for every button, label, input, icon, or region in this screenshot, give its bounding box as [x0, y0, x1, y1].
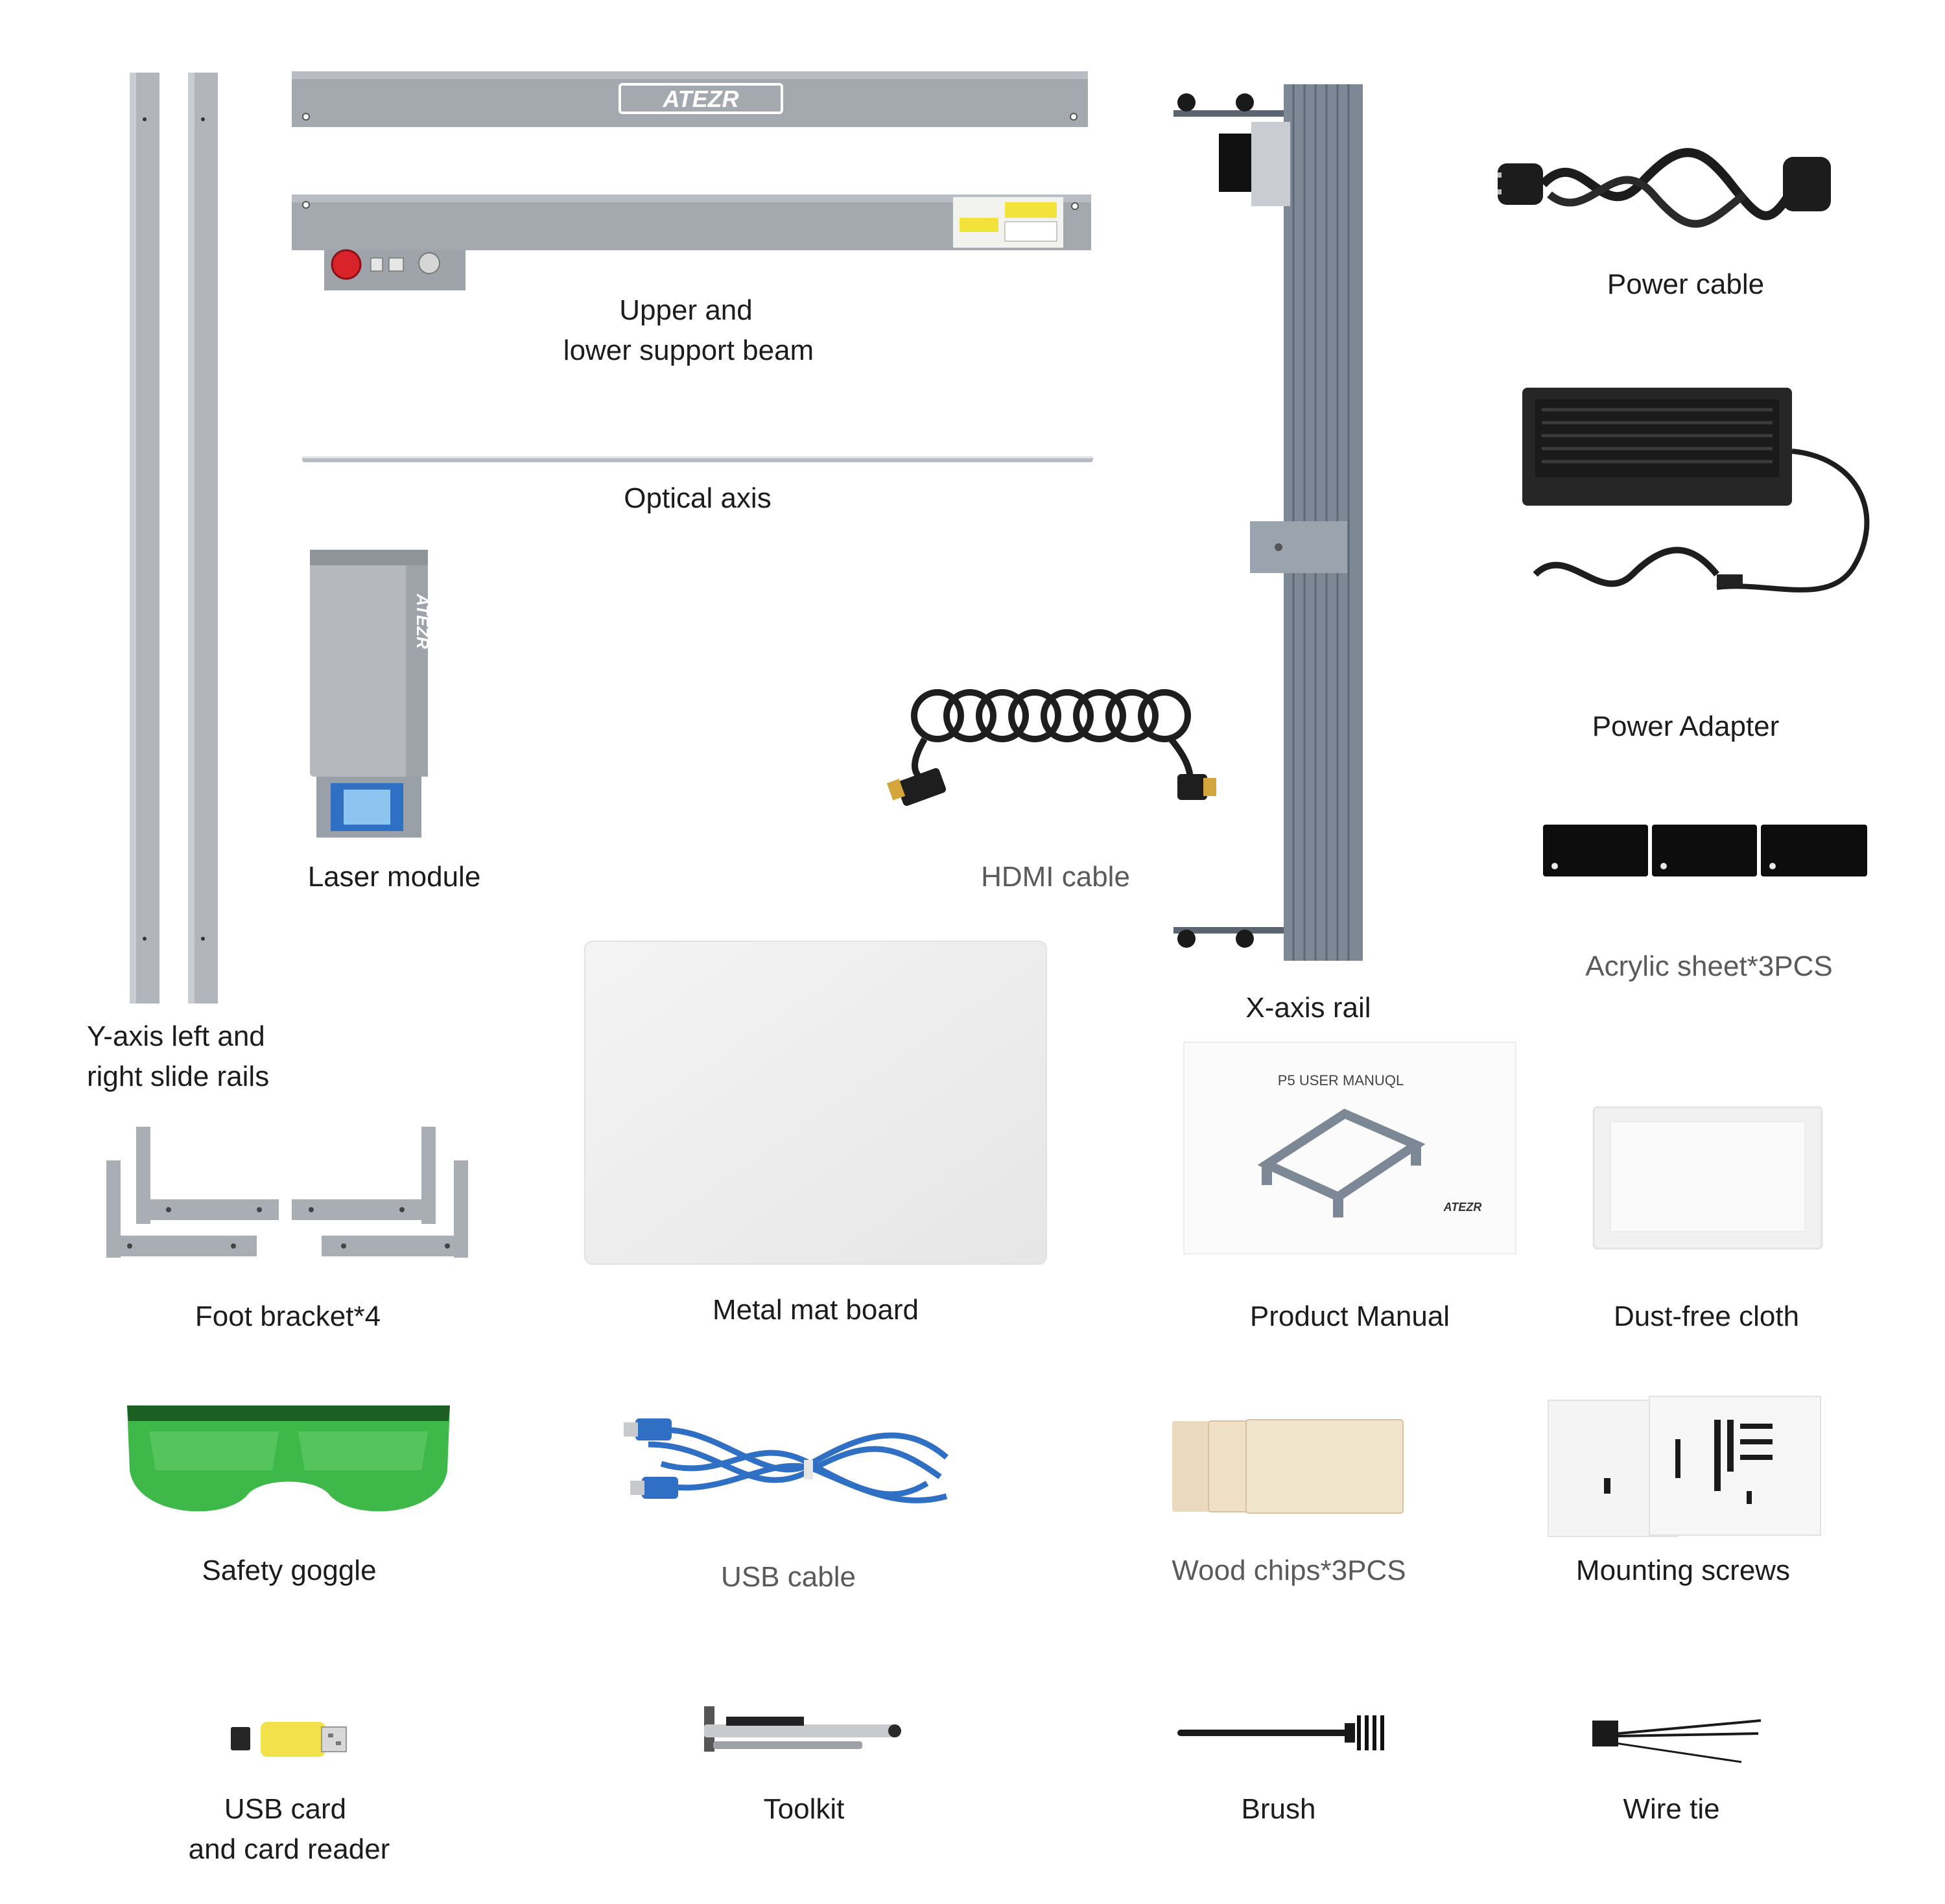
wood-chips-image	[1171, 1417, 1406, 1516]
toolkit-label: Toolkit	[763, 1793, 845, 1825]
safety-goggle-label: Safety goggle	[202, 1555, 377, 1586]
wood-chips-label: Wood chips*3PCS	[1172, 1555, 1406, 1586]
y-axis-slide-rails-image	[123, 71, 233, 1005]
power-cable-label: Power cable	[1607, 268, 1765, 300]
usb-cable-image	[622, 1405, 960, 1522]
support-beam-label-line1: Upper and	[619, 294, 753, 326]
brush-label: Brush	[1241, 1793, 1316, 1825]
safety-goggle-image	[123, 1393, 454, 1522]
dust-free-cloth-label: Dust-free cloth	[1613, 1300, 1800, 1332]
y-axis-rails-label-line1: Y-axis left and	[87, 1020, 265, 1052]
power-adapter-image	[1522, 386, 1885, 633]
manual-cover-title: P5 USER MANUQL	[1278, 1072, 1404, 1088]
product-manual-label: Product Manual	[1249, 1300, 1450, 1332]
laser-logo-text: ATEZR	[413, 593, 429, 649]
hdmi-cable-image	[886, 683, 1223, 813]
toolkit-image	[700, 1701, 908, 1763]
acrylic-sheet-label: Acrylic sheet*3PCS	[1585, 950, 1833, 982]
dust-free-cloth-image	[1591, 1105, 1824, 1251]
usb-card-label-line2: and card reader	[188, 1833, 390, 1865]
lower-support-beam-image	[292, 193, 1092, 297]
usb-card-reader-image	[230, 1717, 349, 1762]
laser-module-label: Laser module	[307, 861, 481, 893]
usb-cable-label: USB cable	[721, 1561, 856, 1593]
x-axis-rail-image	[1167, 83, 1374, 965]
foot-brackets-image	[104, 1125, 473, 1265]
manual-logo-text: ATEZR	[1443, 1201, 1482, 1214]
y-axis-rails-label-line2: right slide rails	[87, 1061, 270, 1092]
wire-tie-label: Wire tie	[1623, 1793, 1720, 1825]
logo-text: ATEZR	[662, 86, 738, 112]
upper-support-beam-image: ATEZR	[292, 70, 1089, 128]
brush-image	[1176, 1711, 1390, 1757]
power-adapter-label: Power Adapter	[1592, 711, 1780, 742]
mounting-screws-label: Mounting screws	[1575, 1555, 1791, 1586]
foot-bracket-label: Foot bracket*4	[194, 1300, 381, 1332]
power-cable-image	[1498, 136, 1835, 233]
laser-module-image: ATEZR	[309, 548, 429, 841]
x-axis-rail-label: X-axis rail	[1245, 992, 1371, 1024]
usb-card-label-line1: USB card	[224, 1793, 347, 1825]
acrylic-sheets-image	[1542, 823, 1870, 882]
metal-mat-board-label: Metal mat board	[713, 1294, 919, 1326]
mounting-screws-image	[1546, 1394, 1824, 1542]
optical-axis-image	[302, 455, 1094, 464]
hdmi-cable-label: HDMI cable	[981, 861, 1130, 893]
metal-mat-board-image	[584, 940, 1048, 1265]
support-beam-label-line2: lower support beam	[563, 335, 814, 366]
product-manual-image: P5 USER MANUQL ATEZR	[1183, 1041, 1517, 1255]
optical-axis-label: Optical axis	[624, 482, 772, 514]
wire-tie-image	[1586, 1714, 1763, 1766]
